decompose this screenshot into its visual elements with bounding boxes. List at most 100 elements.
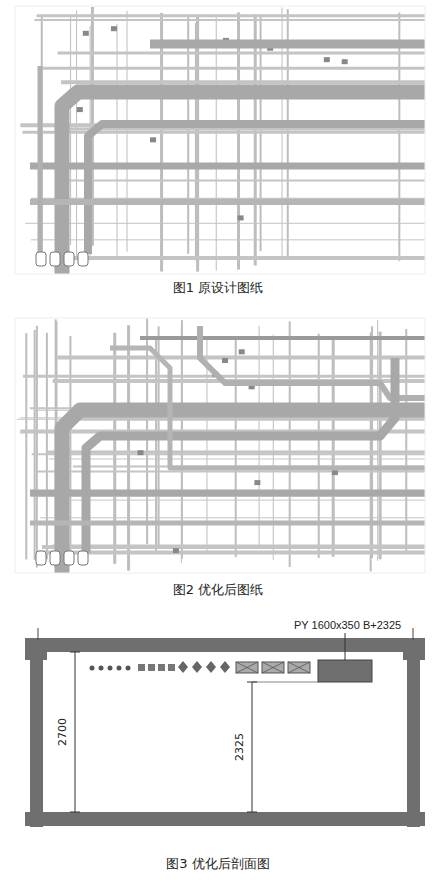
dimension-tick [70, 812, 80, 813]
pipe-line [47, 451, 425, 454]
pipe-run [110, 348, 425, 468]
pipe-section [168, 664, 175, 671]
pipe-line [273, 335, 274, 560]
pipe-line [405, 329, 407, 553]
pipe-section [126, 666, 131, 671]
reducer [78, 551, 88, 565]
cable-tray [262, 662, 284, 673]
pipe-run [140, 336, 425, 340]
pipe-section [148, 664, 155, 671]
valve-mark [342, 59, 348, 64]
pipe-line [61, 80, 425, 84]
tray-cross [288, 662, 310, 673]
pipe-section [99, 666, 104, 671]
optimized-plan [15, 318, 425, 573]
smoke-duct [318, 660, 372, 682]
figure-caption: 图3 优化后剖面图 [166, 856, 269, 872]
pipe-run [30, 490, 425, 497]
tray-cross [236, 662, 258, 673]
pipe-line [32, 453, 425, 455]
valve-mark [332, 470, 338, 475]
pipe-section [138, 664, 145, 671]
pipe-row [90, 661, 311, 673]
pipe-line [113, 333, 116, 564]
pipe-line [155, 337, 157, 552]
reducer [36, 252, 46, 266]
dimension-value: 2700 [56, 717, 69, 747]
pipe-run [38, 66, 43, 254]
valve-mark [238, 215, 244, 220]
pipe-section [192, 661, 202, 673]
pipe-section [206, 661, 216, 673]
pipe-line [42, 545, 425, 549]
pipe-section [90, 666, 95, 671]
pipe-line [39, 67, 425, 70]
pipe-line [127, 325, 130, 570]
pipe-line [36, 326, 38, 568]
tray-cross [262, 662, 284, 673]
tray-cross [236, 662, 258, 673]
pipe-line [57, 51, 425, 54]
pipe-line [67, 179, 425, 181]
reducer [50, 252, 60, 266]
pipe-section [117, 666, 122, 671]
pipe-line [40, 517, 425, 518]
pipe-line [66, 500, 425, 501]
reducer [64, 252, 74, 266]
valve-mark [324, 57, 330, 62]
pipe-section [158, 664, 165, 671]
pipe-line [181, 328, 182, 563]
valve-mark [239, 349, 245, 354]
dimension-tick [247, 812, 257, 813]
floor-slab [25, 812, 425, 826]
figure-caption: 图2 优化后图纸 [173, 582, 263, 598]
pipe-line [237, 13, 240, 270]
tray-cross [288, 662, 310, 673]
pipe-line [38, 551, 425, 555]
valve-mark [83, 31, 89, 36]
leader-line [345, 633, 346, 660]
valve-mark [111, 26, 117, 31]
plan-frame [15, 318, 425, 573]
cable-tray [288, 662, 310, 673]
pipe-section [220, 661, 230, 673]
pipe-run [30, 163, 425, 170]
pipe-line [41, 14, 43, 253]
pipe-line [25, 333, 27, 559]
column [407, 652, 420, 827]
pipe-line [35, 471, 425, 473]
dimension-value: 2325 [233, 732, 246, 762]
valve-mark [150, 137, 156, 142]
duct-tag: PY 1600x350 B+2325 [294, 619, 401, 632]
column [30, 652, 43, 827]
section-view [25, 628, 425, 827]
pipe-line [34, 19, 425, 21]
valve-mark [77, 107, 83, 112]
top-slab [25, 638, 425, 652]
tray-cross [262, 662, 284, 673]
pipe-line [58, 356, 425, 360]
pipe-line [23, 131, 425, 134]
pipe-run [150, 40, 425, 49]
axis-tick [413, 628, 414, 640]
pipe-run [30, 199, 425, 205]
pipe-line [49, 458, 425, 459]
pipe-line [195, 23, 197, 261]
pipe-run [88, 124, 425, 254]
dimension-line [75, 652, 76, 812]
dimension-tick [70, 652, 80, 653]
pipe-run [62, 92, 425, 274]
cable-tray [236, 662, 258, 673]
pipe-line [216, 17, 217, 270]
dimension-line [252, 682, 253, 812]
figure-caption: 图1 原设计图纸 [173, 280, 263, 296]
reducer [50, 551, 60, 565]
valve-mark [222, 358, 228, 363]
plan-frame [15, 6, 425, 274]
reducer [64, 551, 74, 565]
pipe-line [71, 256, 425, 260]
extension-line [252, 682, 318, 683]
axis-tick [38, 628, 39, 640]
pipe-section [108, 666, 113, 671]
valve-mark [254, 480, 260, 485]
